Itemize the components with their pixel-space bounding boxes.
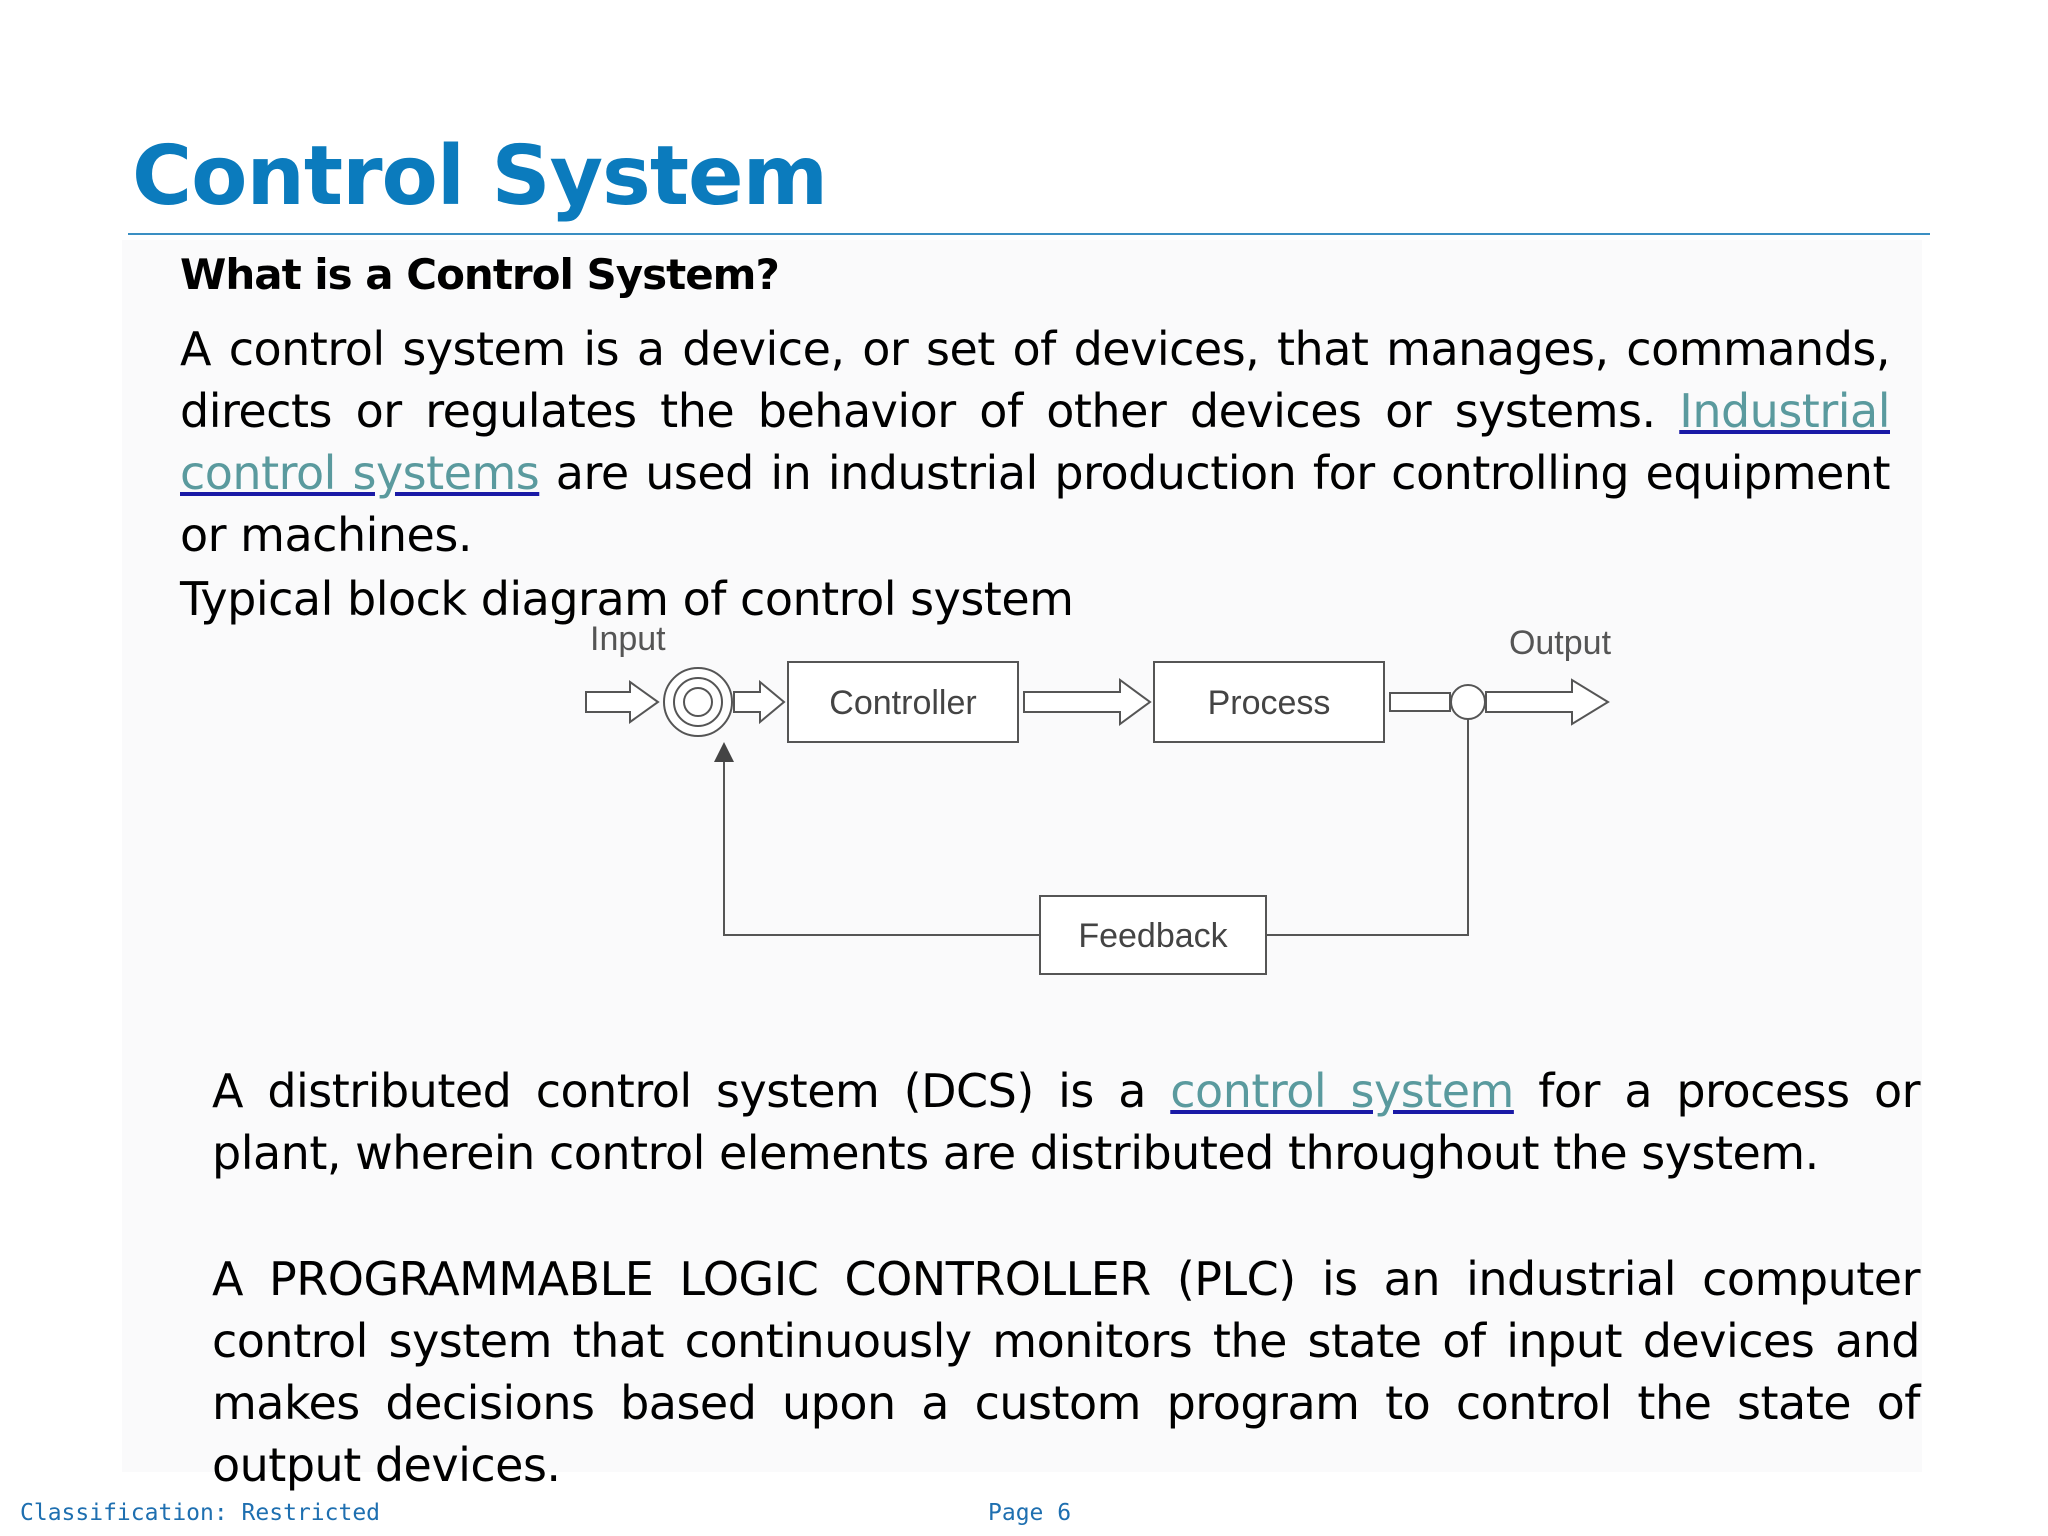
- intro-text: A control system is a device, or set of …: [180, 322, 1891, 438]
- diagram-caption: Typical block diagram of control system: [180, 572, 1074, 626]
- control-system-link[interactable]: control system: [1170, 1064, 1514, 1118]
- controller-label: Controller: [829, 684, 976, 722]
- process-output-connector: [1389, 692, 1451, 712]
- output-arrow: [1485, 678, 1610, 726]
- output-label: Output: [1509, 624, 1612, 662]
- input-arrow: [585, 680, 660, 724]
- section-heading: What is a Control System?: [180, 250, 780, 299]
- slide-background: [122, 240, 1922, 1472]
- junction-to-controller-arrow: [733, 679, 786, 725]
- plc-paragraph: A PROGRAMMABLE LOGIC CONTROLLER (PLC) is…: [212, 1252, 1921, 1492]
- classification-label: Classification: Restricted: [20, 1500, 381, 1526]
- takeoff-point: [1450, 684, 1486, 720]
- feedback-block: [1039, 895, 1267, 975]
- feedback-label: Feedback: [1078, 917, 1228, 955]
- input-label: Input: [590, 620, 666, 658]
- feedback-line-right: [1266, 719, 1469, 936]
- process-label: Process: [1208, 684, 1331, 722]
- page-title: Control System: [132, 129, 828, 224]
- controller-block: [787, 661, 1019, 743]
- feedback-line-left: [714, 742, 1040, 936]
- dcs-paragraph: A distributed control system (DCS) is a …: [212, 1060, 1921, 1184]
- intro-text-continued: are used in industrial production for co…: [180, 446, 1891, 562]
- dcs-text: A distributed control system (DCS) is a: [212, 1064, 1171, 1118]
- process-block: [1153, 661, 1385, 743]
- industrial-control-systems-link[interactable]: Industrial control systems: [180, 384, 1891, 500]
- intro-paragraph: A control system is a device, or set of …: [180, 318, 1891, 566]
- controller-to-process-arrow: [1023, 678, 1152, 726]
- title-divider: [128, 233, 1930, 235]
- page-number: Page 6: [988, 1500, 1072, 1526]
- control-system-block-diagram: Input Controller Process Output Feedback: [585, 620, 1612, 975]
- summing-junction: [663, 667, 733, 737]
- dcs-text-continued: for a process or plant, wherein control …: [212, 1064, 1921, 1180]
